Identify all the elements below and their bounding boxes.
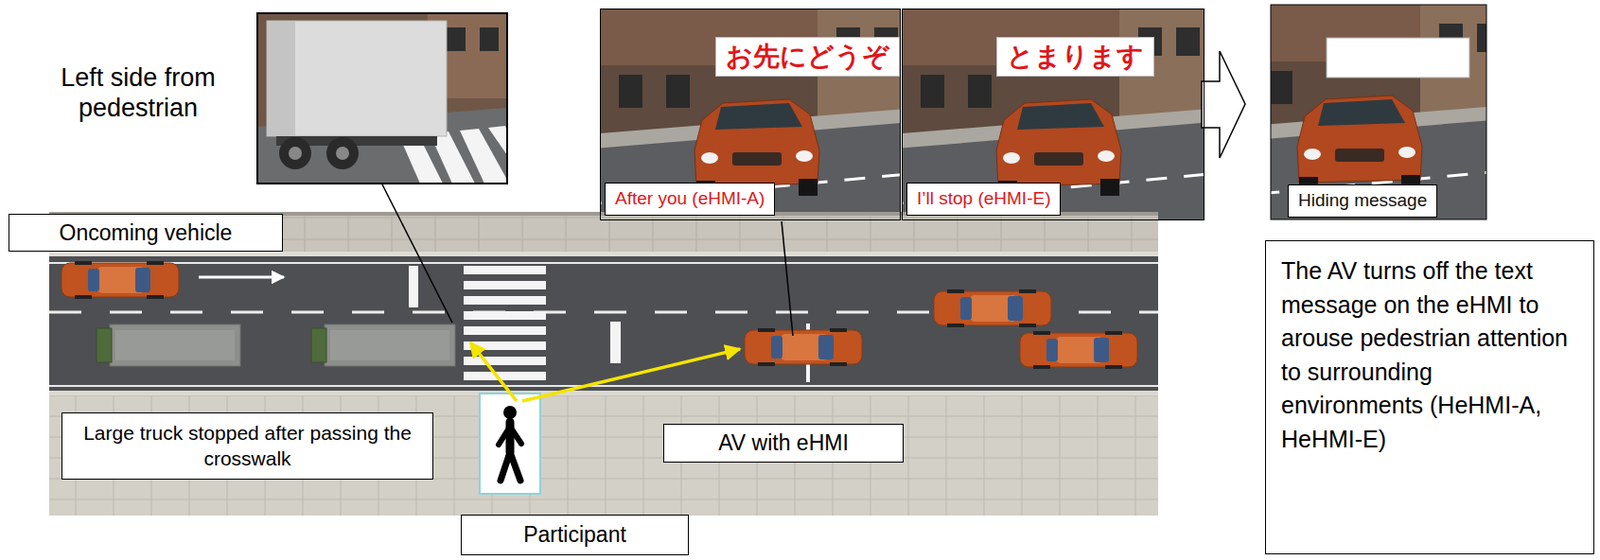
oncoming-car <box>61 261 179 299</box>
truck <box>311 324 456 367</box>
screen-panel: お先にどうぞ After you (eHMI-A) <box>599 8 901 221</box>
av-car <box>744 328 862 367</box>
truck <box>96 324 241 367</box>
tag-text: After you (eHMI-A) <box>615 187 765 211</box>
view-label: Left side from pedestrian <box>37 62 239 124</box>
gaze-arrow <box>522 349 740 402</box>
box-text: Participant <box>523 521 627 549</box>
truck-screenshot <box>257 13 508 184</box>
direction-arrow <box>198 276 284 280</box>
leader-line <box>781 221 793 336</box>
transition-arrow <box>1201 51 1246 159</box>
callout-box: Large truck stopped after passing the cr… <box>61 412 434 480</box>
pedestrian-icon <box>479 393 541 494</box>
note-text: The AV turns off the text message on the… <box>1281 254 1579 457</box>
sign-text: お先にどうぞ <box>715 36 900 77</box>
tag-text: Hiding message <box>1298 189 1427 213</box>
box-text: Oncoming vehicle <box>59 219 233 247</box>
crosswalk <box>463 265 546 381</box>
message-tag: Hiding message <box>1287 184 1438 218</box>
road-map <box>49 211 1159 516</box>
screen-panel: とまります I’ll stop (eHMI-E) <box>901 8 1205 221</box>
hidden-scene <box>1107 4 1582 232</box>
callout-box: Oncoming vehicle <box>8 213 283 252</box>
ehmi-e-scene <box>901 8 1205 221</box>
message-tag: After you (eHMI-A) <box>604 182 775 216</box>
message-tag: I’ll stop (eHMI-E) <box>906 182 1061 216</box>
car <box>1019 331 1138 370</box>
callout-box: Participant <box>460 514 689 556</box>
leader-line <box>382 184 453 323</box>
box-text: Large truck stopped after passing the cr… <box>70 421 425 472</box>
gaze-arrow <box>470 342 517 402</box>
note-box: The AV turns off the text message on the… <box>1265 240 1595 555</box>
box-text: AV with eHMI <box>718 429 849 458</box>
car <box>933 289 1052 328</box>
sign-text: とまります <box>996 36 1155 77</box>
ehmi-a-scene <box>599 8 901 221</box>
blank-sign <box>1326 37 1470 78</box>
tag-text: I’ll stop (eHMI-E) <box>916 187 1051 211</box>
callout-box: AV with eHMI <box>663 423 904 463</box>
